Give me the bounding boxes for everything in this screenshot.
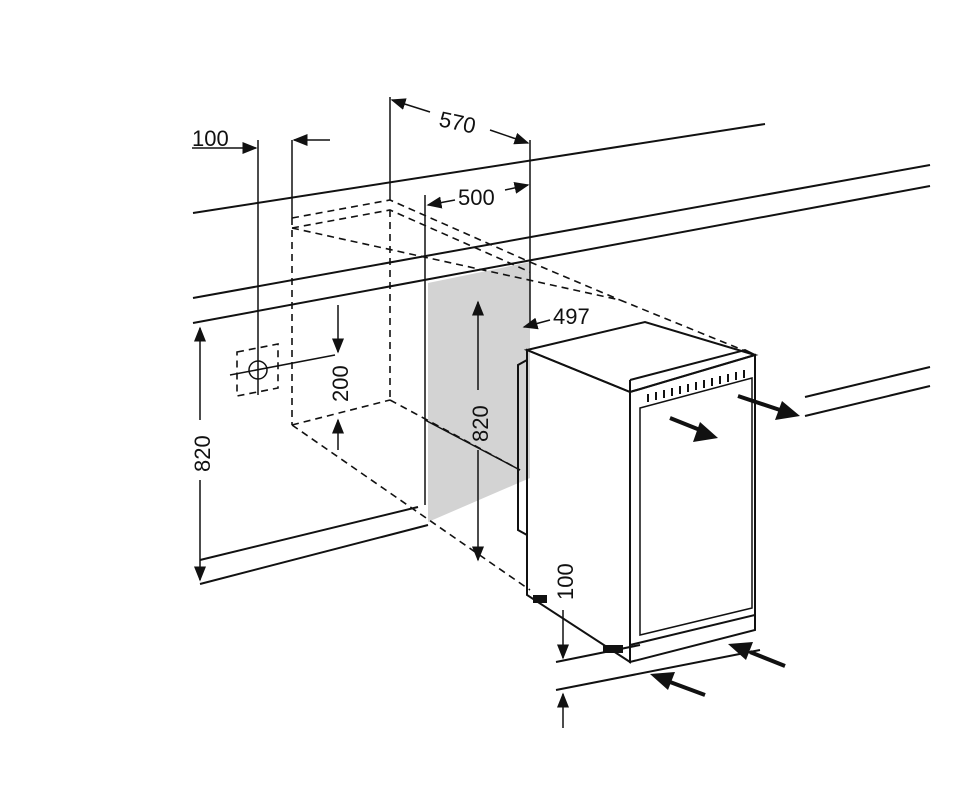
dim-label-plinth-height: 100 — [553, 563, 578, 600]
dim-label-appliance-height: 820 — [468, 405, 493, 442]
air-in-arrow-icon — [728, 642, 786, 668]
appliance — [517, 320, 759, 664]
airflow-arrows — [650, 394, 800, 697]
dim-label-niche-depth-total: 570 — [437, 106, 478, 138]
air-out-arrow-icon — [669, 416, 718, 442]
dim-label-appliance-depth: 497 — [553, 304, 590, 329]
rear-panel — [428, 262, 530, 522]
dim-label-socket-offset: 100 — [192, 126, 229, 151]
appliance-foot — [533, 595, 547, 603]
floor-lines — [199, 506, 761, 691]
extension-lines — [229, 97, 531, 505]
appliance-foot — [603, 645, 623, 653]
dim-label-niche-depth-min: 500 — [458, 185, 495, 210]
dim-label-niche-height: 820 — [190, 435, 215, 472]
dimension-lines — [192, 98, 569, 728]
ventilation-grille — [647, 370, 745, 402]
power-socket-icon — [236, 343, 279, 397]
countertop-lines — [192, 123, 931, 417]
air-out-arrow-icon — [737, 394, 800, 420]
dim-label-socket-height: 200 — [328, 365, 353, 402]
air-in-arrow-icon — [650, 672, 706, 697]
